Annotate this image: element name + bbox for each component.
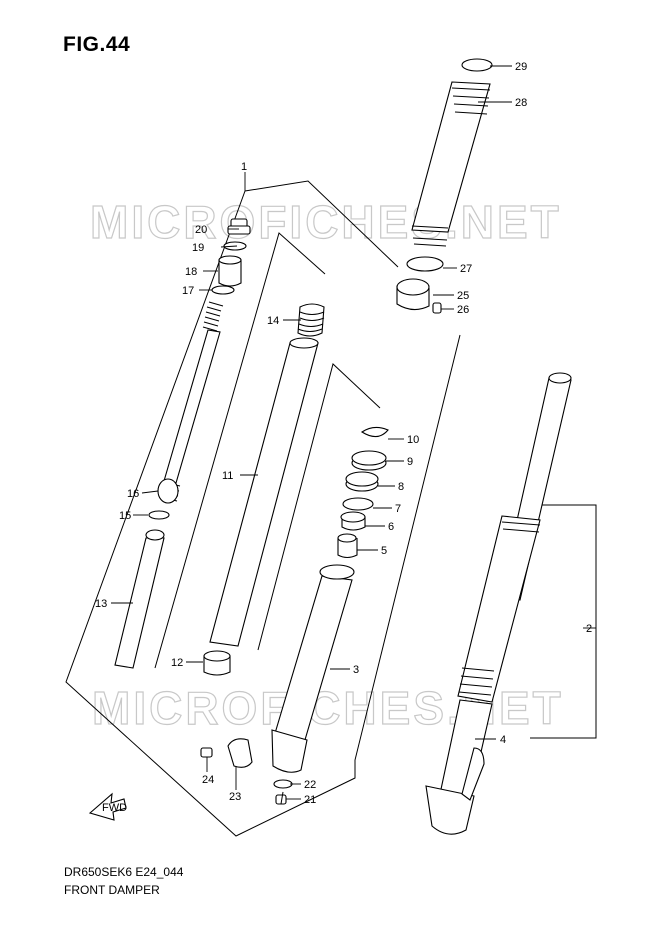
callout-2: 2 <box>586 623 592 635</box>
fork-boot <box>411 81 491 247</box>
callout-6: 6 <box>388 521 394 533</box>
forward-arrow-label: FWD <box>102 802 127 814</box>
callout-12: 12 <box>171 657 183 669</box>
fork-spring <box>297 303 325 337</box>
boot-guide <box>396 278 430 311</box>
callout-27: 27 <box>460 263 472 275</box>
callout-24: 24 <box>202 774 214 786</box>
callout-4: 4 <box>500 734 506 746</box>
callout-13: 13 <box>95 598 107 610</box>
outer-tube <box>271 564 355 773</box>
frame-outer-assembly <box>65 180 461 837</box>
diagram-name: FRONT DAMPER <box>64 883 160 897</box>
front-fork-assy <box>425 372 572 835</box>
callout-1: 1 <box>241 161 247 173</box>
damper-bolt <box>275 791 287 805</box>
inner-tube <box>209 337 319 647</box>
gasket <box>273 779 293 789</box>
callout-14: 14 <box>267 315 279 327</box>
slide-bushing <box>203 650 231 676</box>
callout-23: 23 <box>229 791 241 803</box>
damper-rod-assy <box>159 301 224 502</box>
rebound-spring <box>157 478 179 504</box>
seal-washer <box>342 497 374 511</box>
callout-26: 26 <box>457 304 469 316</box>
piston-ring <box>148 510 170 520</box>
callout-7: 7 <box>395 503 401 515</box>
boot-clamp-upper <box>461 58 493 72</box>
spacer <box>218 255 242 287</box>
callout-10: 10 <box>407 434 419 446</box>
callout-29: 29 <box>515 61 527 73</box>
callout-21: 21 <box>304 794 316 806</box>
callout-11: 11 <box>222 470 233 482</box>
figure-title: FIG.44 <box>63 33 131 56</box>
callout-5: 5 <box>381 545 387 557</box>
dust-seal <box>351 450 387 471</box>
callout-9: 9 <box>407 456 413 468</box>
callout-22: 22 <box>304 779 316 791</box>
callout-20: 20 <box>195 224 207 236</box>
frame-damper-rod <box>154 232 326 669</box>
callout-25: 25 <box>457 290 469 302</box>
callout-28: 28 <box>515 97 527 109</box>
frame-outer-tube <box>530 504 597 739</box>
oil-seal <box>345 471 379 492</box>
model-code: DR650SEK6 E24_044 <box>64 865 184 879</box>
washer <box>211 285 235 295</box>
cap-bolt <box>227 218 251 235</box>
oil-lock-piece <box>337 533 358 559</box>
boot-clamp-lower <box>406 256 444 272</box>
watermark-top: MICROFICHES.NET <box>90 196 562 248</box>
callout-3: 3 <box>353 664 359 676</box>
guide-screw <box>432 302 442 314</box>
callout-numbers: 1 2 3 4 5 6 7 8 9 10 11 12 13 14 15 16 1… <box>95 61 592 806</box>
callout-16: 16 <box>127 488 139 500</box>
guide-bushing <box>340 511 366 531</box>
forward-arrow-icon: FWD <box>88 792 127 821</box>
callout-18: 18 <box>185 266 197 278</box>
circlip <box>360 426 389 438</box>
damper-cylinder <box>114 529 165 669</box>
leader-lines <box>111 65 596 800</box>
callout-17: 17 <box>182 285 194 297</box>
callout-19: 19 <box>192 242 204 254</box>
callout-8: 8 <box>398 481 404 493</box>
holder-nut <box>200 747 213 758</box>
callout-15: 15 <box>119 510 131 522</box>
axle-holder <box>227 738 253 768</box>
frame-cylinder-parts <box>257 363 381 651</box>
